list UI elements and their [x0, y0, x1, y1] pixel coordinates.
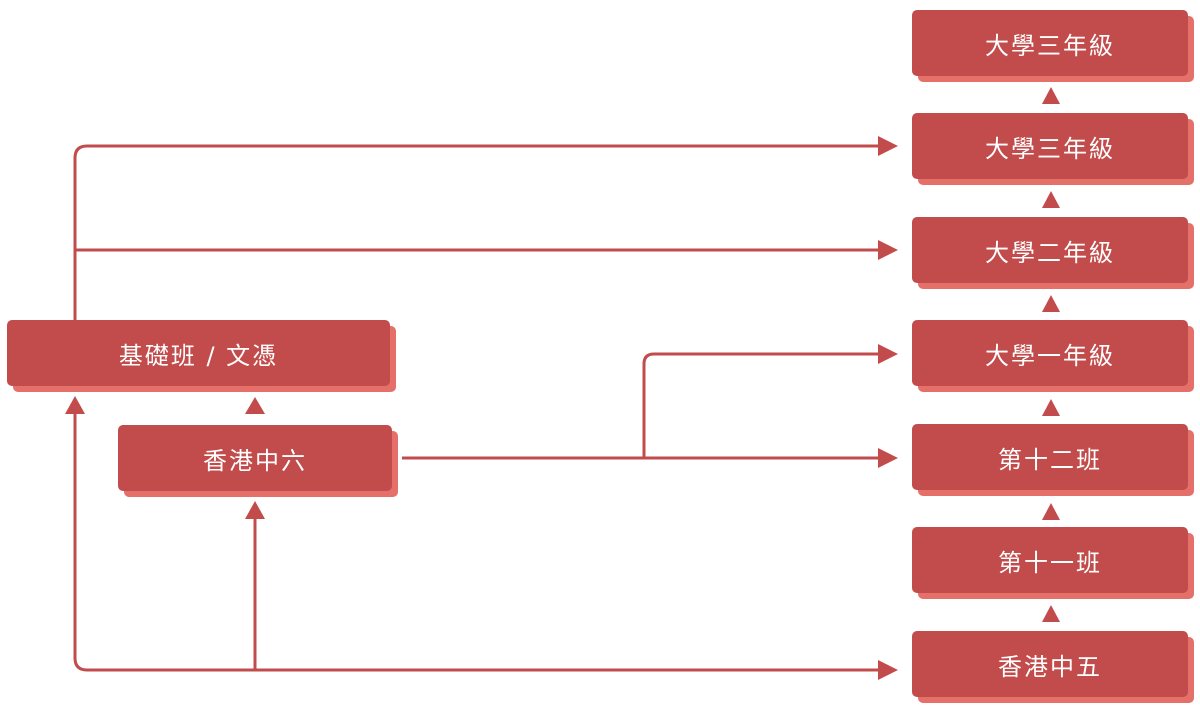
node-label: 大學三年級 — [912, 10, 1188, 76]
node-class12: 第十二班 — [912, 424, 1194, 496]
node-f6: 香港中六 — [118, 425, 398, 497]
node-label: 大學三年級 — [912, 113, 1188, 179]
node-label: 大學二年級 — [912, 217, 1188, 283]
node-label: 第十二班 — [912, 424, 1188, 490]
arrowhead-to-f5 — [878, 660, 898, 680]
connector-foundation-to-uni3 — [73, 144, 880, 320]
arrowhead-to-uni1 — [878, 344, 898, 364]
arrowhead-f5-to-class11 — [1042, 605, 1060, 622]
connector-f6-to-uni1 — [642, 352, 880, 458]
arrowhead-to-class12 — [878, 448, 898, 468]
arrowhead-to-f6 — [245, 501, 265, 519]
node-uni1: 大學一年級 — [912, 320, 1194, 392]
arrowhead-to-uni2 — [878, 240, 898, 260]
node-label: 基礎班 / 文憑 — [7, 320, 390, 386]
arrowhead-f6-to-foundation — [245, 397, 265, 414]
arrowhead-class12-to-uni1 — [1042, 399, 1060, 416]
node-uni3-top: 大學三年級 — [912, 10, 1194, 82]
node-uni3: 大學三年級 — [912, 113, 1194, 185]
node-label: 香港中五 — [912, 631, 1188, 697]
node-uni2: 大學二年級 — [912, 217, 1194, 289]
arrowhead-class11-to-class12 — [1042, 503, 1060, 520]
node-foundation: 基礎班 / 文憑 — [7, 320, 396, 392]
connector-f5-to-foundation — [73, 412, 880, 672]
node-class11: 第十一班 — [912, 527, 1194, 599]
arrowhead-to-uni3 — [878, 136, 898, 156]
node-label: 第十一班 — [912, 527, 1188, 593]
node-label: 香港中六 — [118, 425, 392, 491]
arrowhead-uni2-to-uni3 — [1042, 191, 1060, 208]
arrowhead-uni1-to-uni2 — [1042, 295, 1060, 312]
arrowhead-uni3-to-uni3top — [1042, 87, 1060, 104]
arrowhead-to-foundation-left — [65, 396, 85, 414]
node-f5: 香港中五 — [912, 631, 1194, 703]
node-label: 大學一年級 — [912, 320, 1188, 386]
